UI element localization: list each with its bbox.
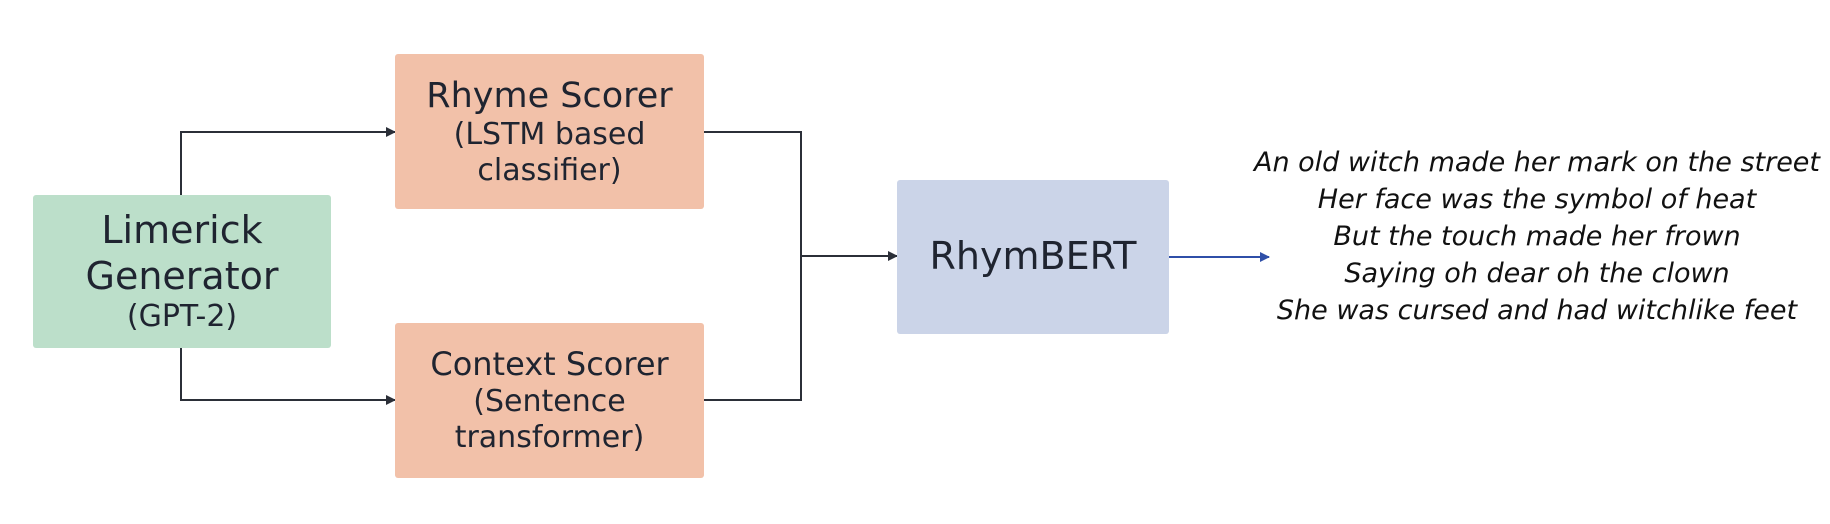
rhyme-scorer-sub1: (LSTM based bbox=[453, 116, 646, 152]
line-rhyme-scorer-to-merge bbox=[704, 131, 802, 401]
output-limerick: An old witch made her mark on the street… bbox=[1252, 144, 1822, 329]
poem-line: She was cursed and had witchlike feet bbox=[1276, 295, 1798, 326]
rhyme-scorer-title: Rhyme Scorer bbox=[426, 75, 673, 116]
context-scorer-title: Context Scorer bbox=[430, 345, 669, 384]
generator-label-line2: Generator bbox=[85, 253, 279, 298]
poem-line: Saying oh dear oh the clown bbox=[1344, 258, 1730, 289]
rhymbert-title: RhymBERT bbox=[929, 234, 1137, 279]
generator-label-line1: Limerick bbox=[101, 207, 263, 252]
rhymbert-node: RhymBERT bbox=[897, 180, 1169, 334]
generator-model-label: (GPT-2) bbox=[126, 299, 238, 335]
poem-line: But the touch made her frown bbox=[1333, 221, 1741, 252]
limerick-generator-node: Limerick Generator (GPT-2) bbox=[33, 195, 331, 348]
context-scorer-sub2: transformer) bbox=[454, 419, 645, 455]
poem-line: An old witch made her mark on the street bbox=[1253, 147, 1821, 178]
rhyme-scorer-node: Rhyme Scorer (LSTM based classifier) bbox=[395, 54, 704, 209]
context-scorer-node: Context Scorer (Sentence transformer) bbox=[395, 323, 704, 478]
rhyme-scorer-sub2: classifier) bbox=[477, 152, 622, 188]
poem-line: Her face was the symbol of heat bbox=[1317, 184, 1757, 215]
arrow-generator-to-rhyme-scorer bbox=[180, 127, 396, 195]
context-scorer-sub1: (Sentence bbox=[473, 383, 626, 419]
arrow-generator-to-context-scorer bbox=[180, 348, 396, 405]
